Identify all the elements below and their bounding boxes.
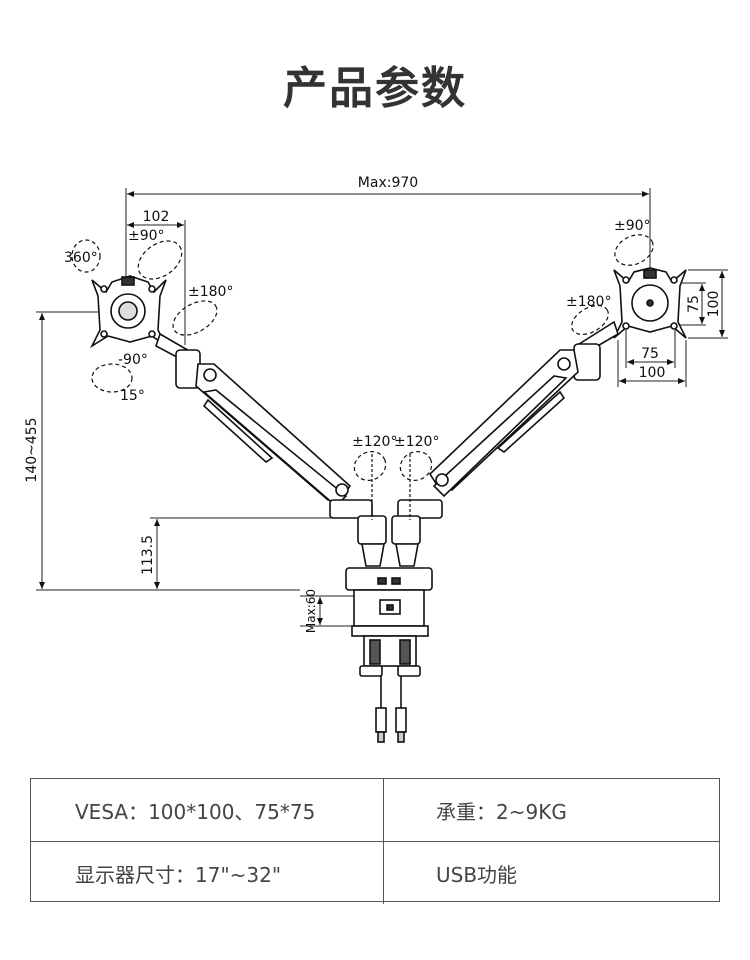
vesa-75-width-label: 75 [641, 346, 659, 362]
swivel-left-arc [172, 300, 218, 336]
swivel-right-label: ±180° [566, 294, 611, 310]
monitor-arm-diagram: Max:970 102 140~455 113.5 Max:60 100 75 [0, 150, 750, 760]
tilt-right-arc [614, 234, 654, 266]
vesa-right-dimensions [617, 269, 728, 387]
spec-monitor-size: 显示器尺寸：17"~32" [75, 862, 282, 887]
swivel-right-arc [571, 304, 609, 336]
tilt-left-label: ±90° [128, 228, 165, 244]
left-vesa-plate [90, 275, 167, 349]
tilt-vertical-arc [91, 363, 133, 393]
base-height-dimension [150, 517, 345, 589]
arm-right-arc [399, 451, 433, 481]
clamp-max-label: Max:60 [304, 589, 318, 633]
swivel-left-label: ±180° [188, 284, 233, 300]
center-post [345, 515, 433, 677]
tilt-right-label: ±90° [614, 218, 651, 234]
spec-usb: USB功能 [383, 842, 719, 904]
tilt-left-arc [137, 240, 183, 280]
vesa-100-height-label: 100 [706, 291, 722, 318]
vesa-100-width-label: 100 [639, 365, 666, 381]
left-arm [155, 332, 373, 519]
base-height-label: 113.5 [140, 535, 156, 575]
clamp-dimension [300, 595, 358, 627]
spec-table: VESA：100*100、75*75 承重：2~9KG 显示器尺寸：17"~32… [30, 778, 720, 904]
left-offset-dimension [127, 220, 186, 345]
spec-vesa: VESA：100*100、75*75 [75, 799, 316, 824]
page-title: 产品参数 [283, 63, 467, 114]
usb-cables [375, 676, 407, 743]
spec-row: 显示器尺寸：17"~32" USB功能 [31, 841, 719, 904]
left-offset-label: 102 [143, 209, 170, 225]
vesa-75-height-label: 75 [686, 295, 702, 313]
arm-right-label: ±120° [394, 434, 439, 450]
arm-left-arc [353, 451, 387, 481]
max-span-label: Max:970 [358, 175, 418, 191]
right-vesa-plate [613, 267, 687, 339]
height-range-label: 140~455 [24, 417, 40, 482]
right-arm [397, 320, 619, 519]
arm-left-label: ±120° [352, 434, 397, 450]
rotate-360-label: 360° [64, 250, 98, 266]
tilt-down-label: -90° [118, 352, 148, 368]
tilt-up-label: 15° [120, 388, 145, 404]
spec-row: VESA：100*100、75*75 承重：2~9KG [31, 779, 719, 841]
spec-load: 承重：2~9KG [383, 779, 719, 841]
rotate-360-arc [71, 239, 101, 273]
